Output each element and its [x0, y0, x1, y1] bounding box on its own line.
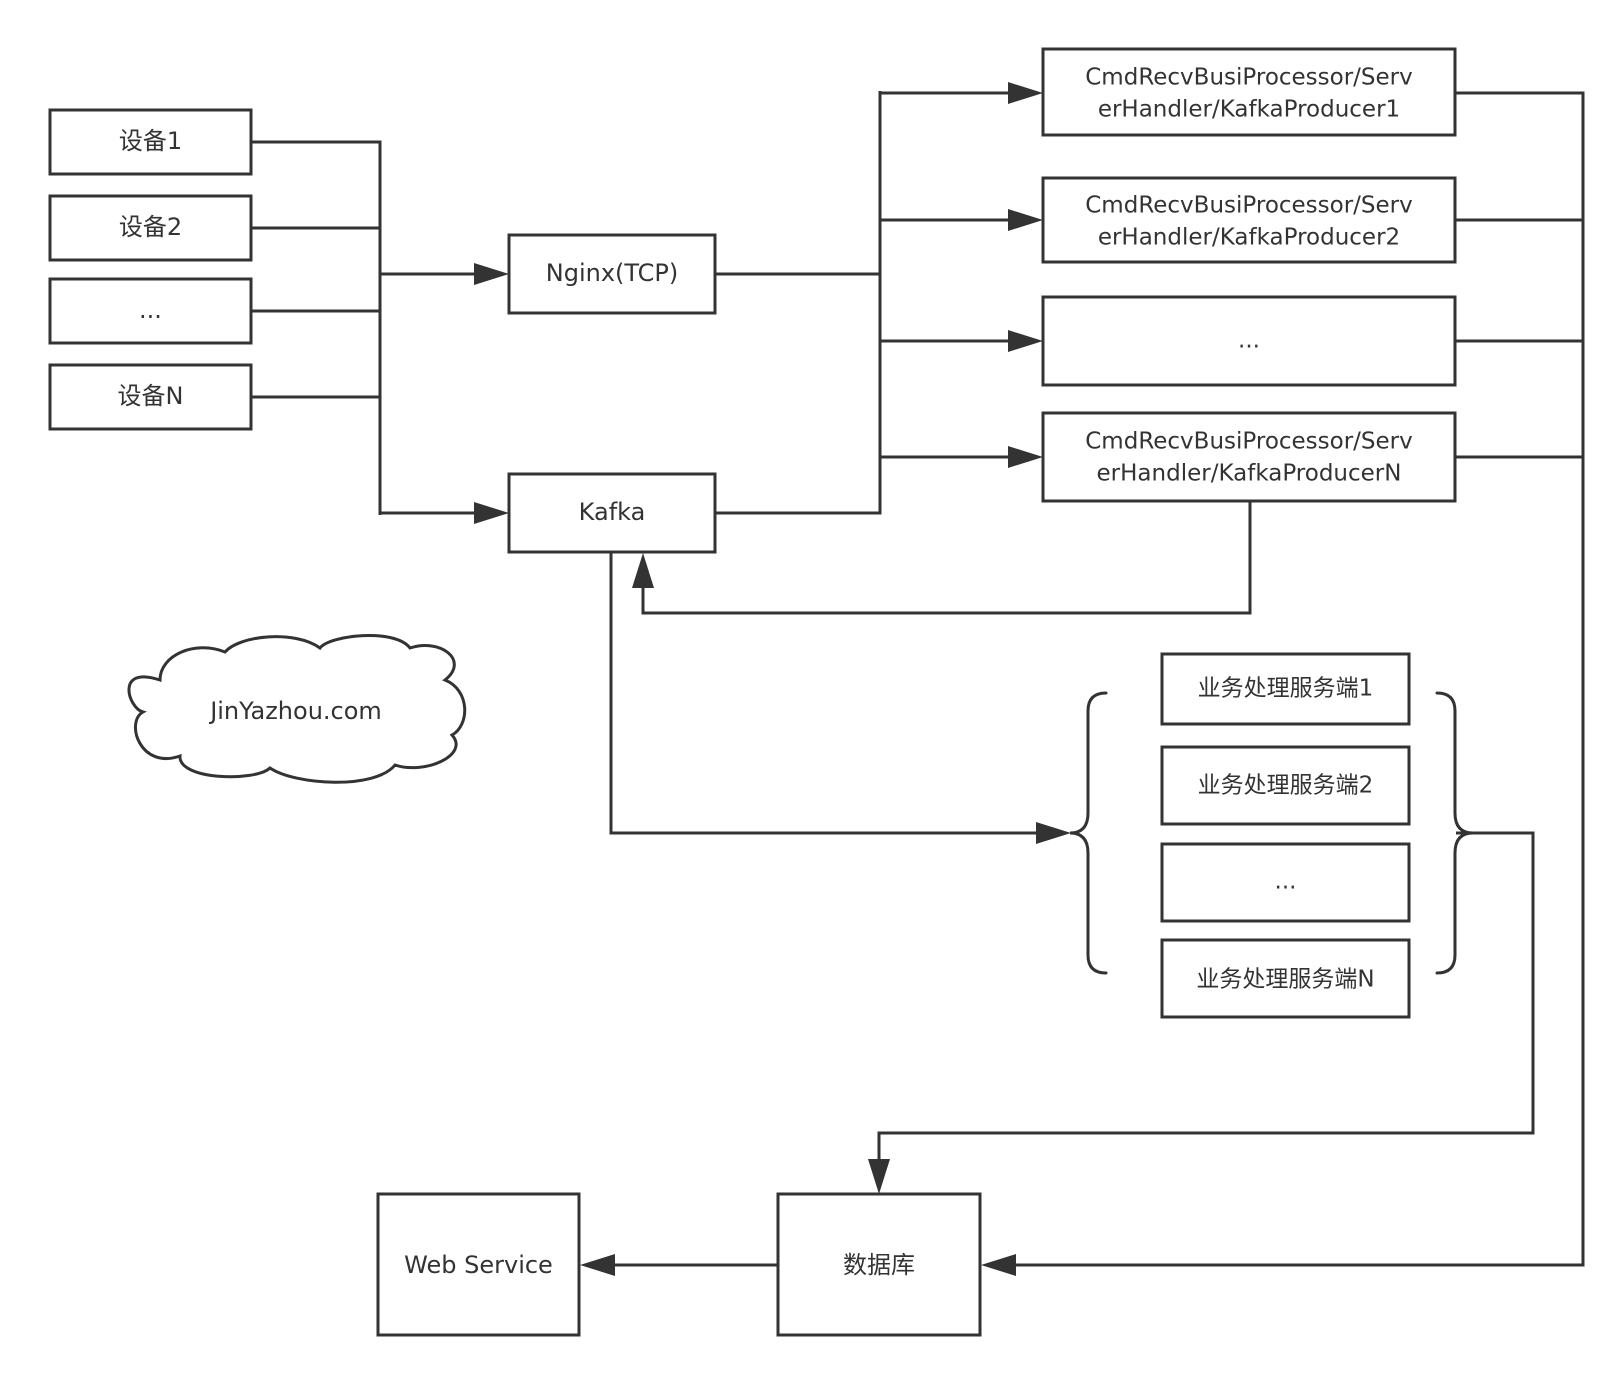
- service-box-ellipsis-rect: [1160, 842, 1411, 923]
- arrowhead-db-top: [868, 1159, 890, 1194]
- web-service-label: Web Service: [404, 1251, 553, 1279]
- device-label-1: 设备1: [119, 127, 182, 155]
- arrowhead-db-right: [981, 1254, 1016, 1276]
- service-label-2: 业务处理服务端2: [1198, 773, 1374, 799]
- arrowhead-procN: [1008, 446, 1043, 468]
- arrowhead-webservice: [580, 1254, 615, 1276]
- service-braces: [1069, 691, 1474, 975]
- service-box-ellipsis: ...: [1160, 842, 1411, 923]
- database-label: 数据库: [843, 1251, 915, 1279]
- device-label-2: 设备2: [119, 213, 182, 241]
- web-service-box: [376, 1192, 581, 1337]
- kafka-box: [507, 472, 717, 554]
- service-box-2-rect: [1160, 745, 1411, 826]
- nginx-label: Nginx(TCP): [546, 259, 678, 287]
- processor-box-ellipsis-rect: [1041, 295, 1457, 387]
- processor-box-1: CmdRecvBusiProcessor/Serv erHandler/Kafk…: [1041, 47, 1457, 137]
- arrowhead-services: [1036, 822, 1071, 844]
- processor-N-line-2: erHandler/KafkaProducerN: [1097, 461, 1402, 487]
- processor-box-1-rect: [1041, 47, 1457, 137]
- database-box: [776, 1192, 982, 1337]
- cloud-label: JinYazhou.com: [208, 697, 382, 725]
- edge-services-db: [877, 831, 1535, 1165]
- device-box-1: 设备1: [48, 108, 253, 176]
- nginx-box: [507, 233, 717, 315]
- arrowhead-nginx: [474, 263, 509, 285]
- connectors: [251, 91, 1585, 1267]
- device-box-N-rect: [48, 363, 253, 431]
- service-label-N: 业务处理服务端N: [1196, 967, 1374, 993]
- services-group: 业务处理服务端1 业务处理服务端2 ... 业务处理服务端N: [1160, 652, 1411, 1019]
- service-label-ellipsis: ...: [1275, 869, 1297, 895]
- arrowhead-proc1: [1008, 82, 1043, 104]
- processor-box-N-rect: [1041, 411, 1457, 503]
- nginx-node: Nginx(TCP): [507, 233, 717, 315]
- edge-procN-kafka: [641, 501, 1252, 615]
- cloud-shape: [127, 633, 467, 784]
- device-label-ellipsis: ...: [139, 296, 162, 324]
- processor-box-2-rect: [1041, 176, 1457, 264]
- processor-N-line-1: CmdRecvBusiProcessor/Serv: [1085, 429, 1413, 455]
- edge-kafka-procbus: [715, 91, 882, 515]
- edge-proc1-db: [1010, 91, 1585, 1267]
- device-box-N: 设备N: [48, 363, 253, 431]
- device-box-1-rect: [48, 108, 253, 176]
- device-box-ellipsis-rect: [48, 277, 253, 345]
- service-box-1: 业务处理服务端1: [1160, 652, 1411, 726]
- device-box-2-rect: [48, 194, 253, 262]
- processor-ellipsis-label: ...: [1238, 328, 1260, 354]
- devices-group: 设备1 设备2 ... 设备N: [48, 108, 253, 431]
- database-node: 数据库: [776, 1192, 982, 1337]
- processor-1-line-1: CmdRecvBusiProcessor/Serv: [1085, 65, 1413, 91]
- service-label-1: 业务处理服务端1: [1198, 676, 1374, 702]
- left-brace: [1069, 691, 1108, 975]
- edge-kafka-services: [609, 553, 1038, 835]
- kafka-node: Kafka: [507, 472, 717, 554]
- device-label-N: 设备N: [118, 382, 184, 410]
- cloud-node: JinYazhou.com: [127, 633, 467, 784]
- processor-box-N: CmdRecvBusiProcessor/Serv erHandler/Kafk…: [1041, 411, 1457, 503]
- device-box-ellipsis: ...: [48, 277, 253, 345]
- processor-1-line-2: erHandler/KafkaProducer1: [1098, 97, 1400, 123]
- processor-box-2: CmdRecvBusiProcessor/Serv erHandler/Kafk…: [1041, 176, 1457, 264]
- kafka-label: Kafka: [579, 498, 646, 526]
- service-box-1-rect: [1160, 652, 1411, 726]
- arrowheads: [474, 82, 1071, 1276]
- arrowhead-kafka: [474, 502, 509, 524]
- processors-group: CmdRecvBusiProcessor/Serv erHandler/Kafk…: [1041, 47, 1457, 503]
- service-box-N-rect: [1160, 938, 1411, 1019]
- right-brace: [1435, 691, 1474, 975]
- processor-2-line-1: CmdRecvBusiProcessor/Serv: [1085, 193, 1413, 219]
- arrowhead-proc2: [1008, 209, 1043, 231]
- processor-box-ellipsis: ...: [1041, 295, 1457, 387]
- arrowhead-kafka-return: [632, 553, 654, 588]
- processor-2-line-2: erHandler/KafkaProducer2: [1098, 225, 1400, 251]
- service-box-2: 业务处理服务端2: [1160, 745, 1411, 826]
- device-box-2: 设备2: [48, 194, 253, 262]
- arrowhead-proc-ellipsis: [1008, 330, 1043, 352]
- edge-device1-bus: [251, 140, 382, 515]
- service-box-N: 业务处理服务端N: [1160, 938, 1411, 1019]
- web-service-node: Web Service: [376, 1192, 581, 1337]
